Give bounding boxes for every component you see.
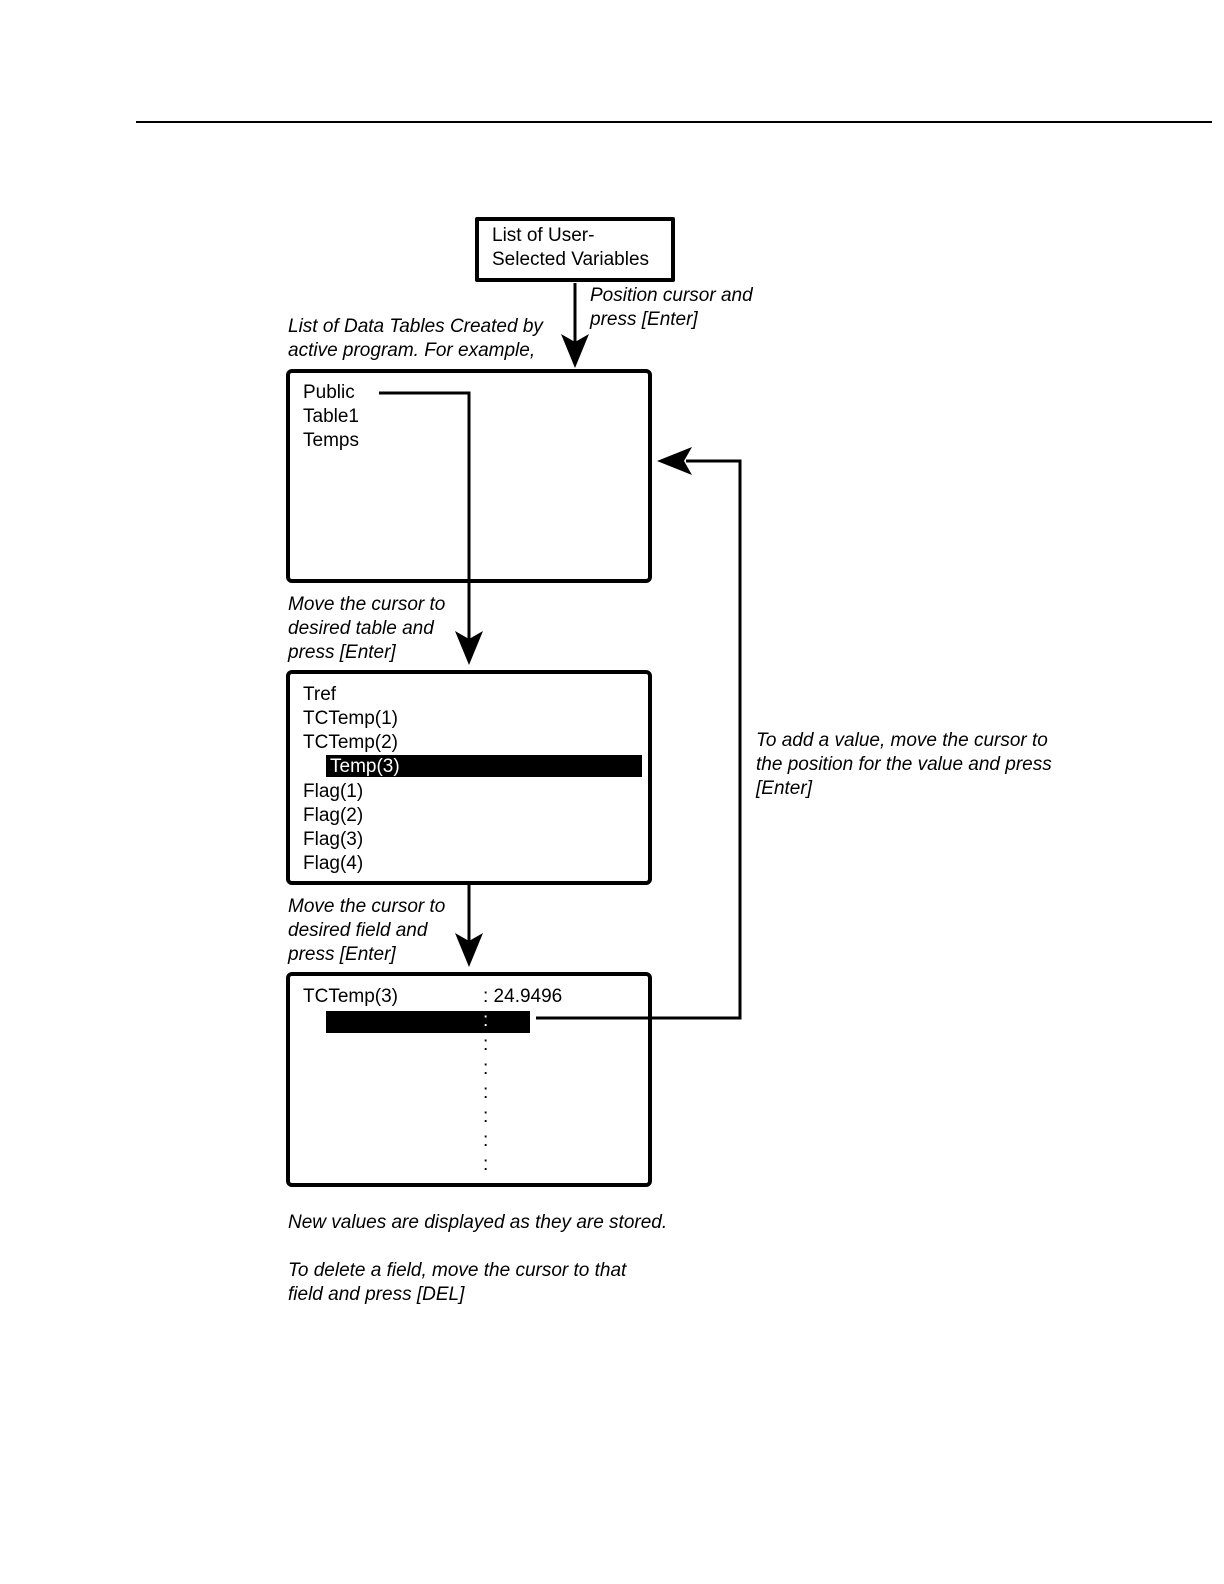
note-position-cursor-2: press [Enter] <box>590 309 698 330</box>
value-colon: : <box>483 1130 489 1151</box>
field-item[interactable]: TCTemp(1) <box>303 708 399 730</box>
arrow-fields-to-values-head <box>455 933 483 967</box>
value-colon: : <box>483 1106 489 1127</box>
value-colon: : <box>483 1058 489 1079</box>
note-delete-1: To delete a field, move the cursor to th… <box>288 1260 627 1281</box>
header-rule <box>136 121 1212 123</box>
user-variables-line2: Selected Variables <box>492 249 650 270</box>
field-highlight-label: Temp(3) <box>330 756 400 777</box>
note-data-tables-1: List of Data Tables Created by <box>288 316 543 337</box>
data-table-item[interactable]: Temps <box>303 430 359 452</box>
field-item[interactable]: Flag(3) <box>303 829 364 851</box>
note-move-field-1: Move the cursor to <box>288 896 446 917</box>
value-field-name: TCTemp(3) <box>303 986 399 1007</box>
field-item[interactable]: Tref <box>303 684 337 705</box>
note-data-tables-2: active program. For example, <box>288 340 536 361</box>
note-add-value-2: the position for the value and press <box>756 754 1052 775</box>
data-table-item[interactable]: Table1 <box>303 406 359 428</box>
arrow-public-to-fields-head <box>455 631 483 665</box>
value-field-reading: : 24.9496 <box>483 986 563 1007</box>
fields-box <box>286 670 652 885</box>
note-move-table-2: desired table and <box>288 618 434 639</box>
field-item[interactable]: Flag(4) <box>303 853 364 875</box>
arrow-top-to-tables-head <box>561 334 589 368</box>
note-move-table-1: Move the cursor to <box>288 594 446 615</box>
arrow-return-head <box>657 447 692 475</box>
fields-list: Tref TCTemp(1) TCTemp(2) Flag(1) Flag(2)… <box>303 683 398 877</box>
note-move-field-3: press [Enter] <box>288 944 396 965</box>
note-add-value-3: [Enter] <box>756 778 812 799</box>
value-colon: : <box>483 1154 489 1175</box>
value-colon: : <box>483 1034 489 1055</box>
arrow-public-to-fields-line <box>379 391 471 640</box>
arrow-return-line <box>536 459 742 1020</box>
note-add-value-1: To add a value, move the cursor to <box>756 730 1048 751</box>
data-table-item[interactable]: Public <box>303 382 355 403</box>
value-highlight-bar[interactable] <box>326 1011 530 1033</box>
note-position-cursor-1: Position cursor and <box>590 285 753 306</box>
value-colon: : <box>483 1010 489 1031</box>
field-item[interactable]: Flag(2) <box>303 804 364 826</box>
field-highlight-bar[interactable] <box>326 755 642 777</box>
field-item[interactable]: Flag(1) <box>303 780 364 802</box>
user-variables-line1: List of User- <box>492 225 595 246</box>
note-move-table-3: press [Enter] <box>288 642 396 663</box>
data-tables-list: Public Table1 Temps <box>303 381 359 454</box>
values-box <box>286 972 652 1187</box>
note-new-values: New values are displayed as they are sto… <box>288 1212 668 1233</box>
note-move-field-2: desired field and <box>288 920 428 941</box>
user-variables-box <box>475 217 675 282</box>
note-delete-2: field and press [DEL] <box>288 1284 465 1305</box>
field-item[interactable]: TCTemp(2) <box>303 732 399 754</box>
value-colon: : <box>483 1082 489 1103</box>
data-tables-box <box>286 369 652 583</box>
